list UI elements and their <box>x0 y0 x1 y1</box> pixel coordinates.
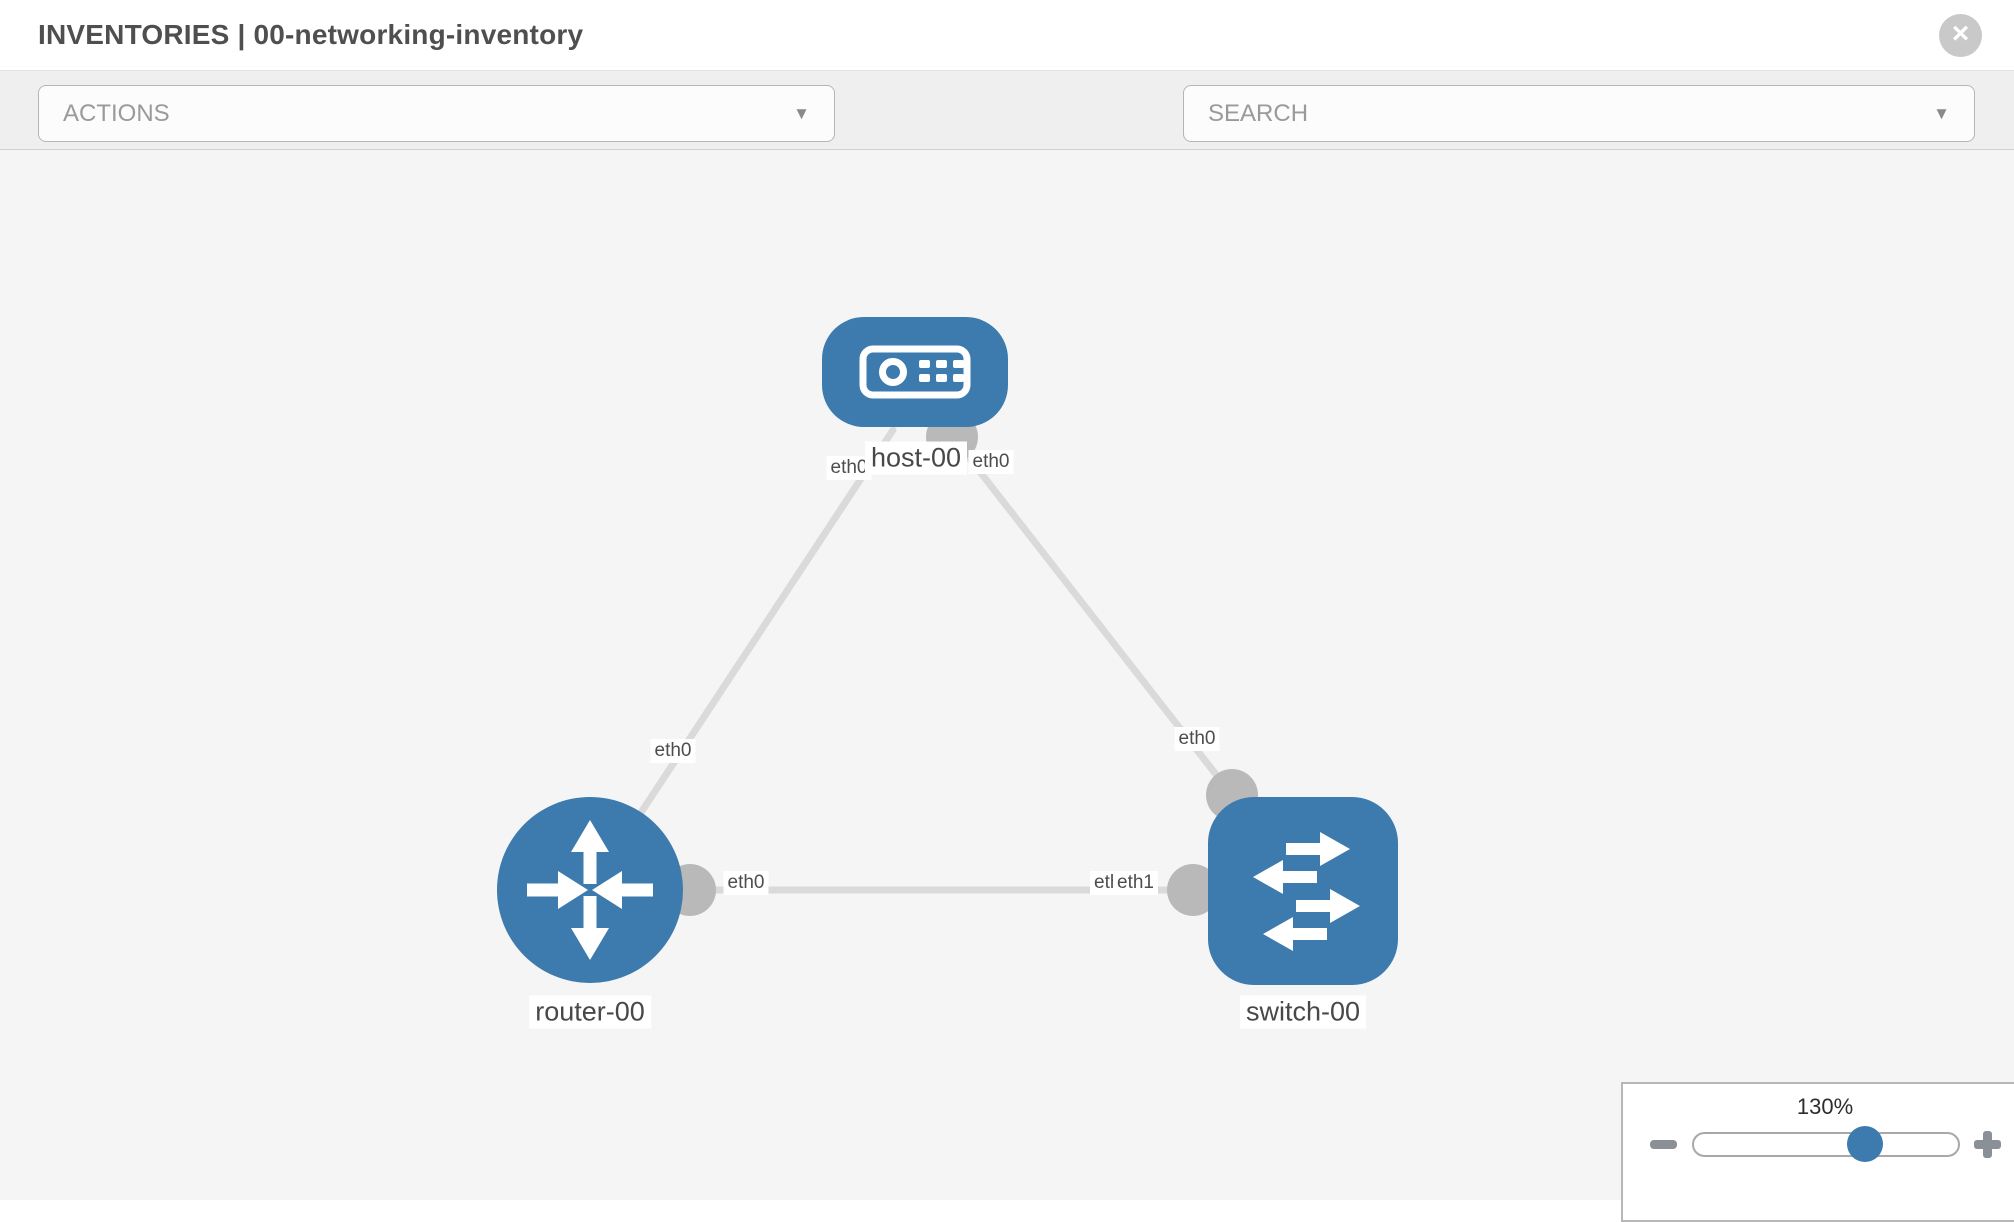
node-label-host: host-00 <box>864 441 968 475</box>
search-dropdown-label: SEARCH <box>1208 99 1309 127</box>
interface-label-host-switch-switch-side: eth0 <box>1174 727 1220 751</box>
interface-label-router-switch-switch-side-front: eth1 <box>1113 871 1158 895</box>
actions-dropdown-label: ACTIONS <box>63 99 170 127</box>
close-button[interactable]: × <box>1939 14 1982 57</box>
chevron-down-icon: ▼ <box>1933 103 1950 123</box>
zoom-slider-handle[interactable] <box>1847 1126 1883 1162</box>
switch-icon <box>1253 832 1360 951</box>
plus-icon <box>1973 1130 2001 1158</box>
page-title: INVENTORIES | 00-networking-inventory <box>38 19 584 50</box>
node-host[interactable] <box>822 317 1008 427</box>
node-label-router: router-00 <box>529 995 651 1029</box>
zoom-slider-track[interactable] <box>1692 1132 1960 1157</box>
node-label-switch: switch-00 <box>1239 995 1367 1029</box>
search-dropdown[interactable]: SEARCH ▼ <box>1183 85 1975 142</box>
interface-label-host-router-host-side: eth0 <box>826 456 872 480</box>
router-icon <box>527 820 653 960</box>
minus-icon <box>1649 1139 1677 1149</box>
topology-canvas[interactable]: eth0 eth0 eth0 eth0 eth0 eth0 eth1 host-… <box>0 150 2014 1200</box>
chevron-down-icon: ▼ <box>793 103 810 123</box>
close-icon: × <box>1951 17 1970 50</box>
connection-point-switch-left <box>1167 864 1219 916</box>
interface-label-host-switch-host-side: eth0 <box>968 450 1014 474</box>
interface-label-router-switch-router-side: eth0 <box>723 871 769 895</box>
zoom-level: 130% <box>1796 1094 1854 1119</box>
node-switch[interactable] <box>1208 797 1398 985</box>
zoom-in-button[interactable] <box>1965 1122 2009 1166</box>
node-router[interactable] <box>497 797 683 983</box>
actions-dropdown[interactable]: ACTIONS ▼ <box>38 85 835 142</box>
host-icon <box>859 345 971 399</box>
toolbar: ACTIONS ▼ SEARCH ▼ <box>0 71 2014 203</box>
header: INVENTORIES | 00-networking-inventory × <box>0 0 2014 71</box>
interface-label-host-router-router-side: eth0 <box>650 739 696 763</box>
zoom-panel: 130% <box>1621 1082 2014 1222</box>
zoom-out-button[interactable] <box>1641 1122 1685 1166</box>
